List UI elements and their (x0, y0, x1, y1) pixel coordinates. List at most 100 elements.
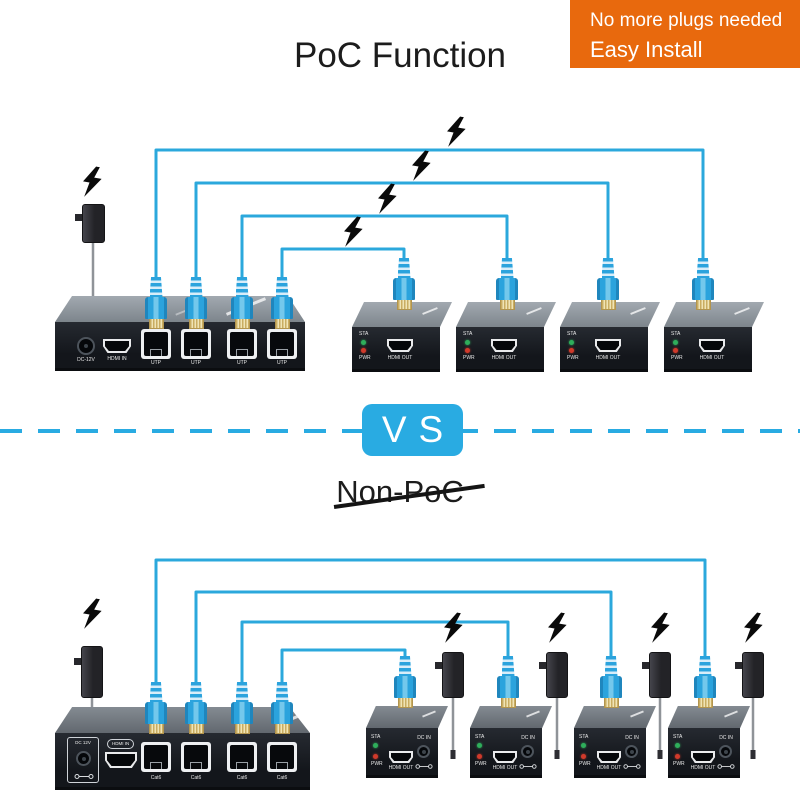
lightning-bolt-icon (80, 166, 104, 198)
splitter-front-face: DC-12V HDMI IN UTP UTP UTP UTP (55, 322, 305, 371)
hdmi-port-icon (387, 339, 413, 352)
dc-jack-icon (76, 751, 91, 766)
rj45-port (141, 329, 171, 359)
sta-led (673, 340, 678, 345)
rj45-port (181, 742, 211, 772)
promo-badge: No more plugs needed Easy Install (570, 0, 800, 68)
rj45-plug (393, 258, 415, 310)
polarity-icon (623, 764, 641, 769)
hdmi-label: HDMI IN (107, 356, 127, 362)
rj45-plug (496, 258, 518, 310)
rj45-port (227, 329, 257, 359)
dc-input-block: DC 12V (67, 737, 99, 783)
sta-led (675, 743, 680, 748)
splitter-top-face (55, 707, 310, 733)
rj45-plug (185, 682, 207, 734)
sta-label: STA (371, 734, 381, 740)
hdmi-port-icon (595, 339, 621, 352)
dc-in-label: DC IN (625, 735, 639, 741)
sta-label: STA (567, 331, 577, 337)
port-label: UTP (277, 360, 287, 366)
hdmi-out-label: HDMI OUT (492, 765, 518, 771)
receiver-unit-nonpoc: STA PWR HDMI OUT DC IN (574, 706, 656, 778)
sta-label: STA (475, 734, 485, 740)
hdmi-port-icon (103, 339, 131, 353)
hdmi-port-icon (691, 751, 715, 763)
polarity-icon (415, 764, 433, 769)
rj45-plug (145, 682, 167, 734)
hdmi-out-label: HDMI OUT (690, 765, 716, 771)
lightning-bolt-icon (375, 183, 399, 215)
receiver-unit-poc: STA PWR HDMI OUT (560, 302, 660, 372)
rj45-plug (271, 682, 293, 734)
hdmi-out-label: HDMI OUT (595, 355, 621, 361)
dc-label: DC 12V (75, 740, 91, 745)
sta-led (373, 743, 378, 748)
lightning-bolt-icon (444, 116, 468, 148)
dc-jack-icon (521, 745, 534, 758)
hdmi-port-icon (699, 339, 725, 352)
dc-in-label: DC IN (417, 735, 431, 741)
pwr-led (465, 348, 470, 353)
pwr-led (569, 348, 574, 353)
splitter-front-face: DC 12V HDMI IN Cat6 Cat6 Cat6 Cat6 (55, 733, 310, 790)
port-label: Cat6 (190, 775, 202, 781)
rj45-plug (185, 277, 207, 329)
dc-in-label: DC IN (521, 735, 535, 741)
receiver-unit-nonpoc: STA PWR HDMI OUT DC IN (668, 706, 750, 778)
port-label: Cat6 (150, 775, 162, 781)
rj45-port (267, 742, 297, 772)
rj45-port (181, 329, 211, 359)
rj45-port (267, 329, 297, 359)
polarity-icon (74, 774, 94, 779)
hdmi-out-label: HDMI OUT (388, 765, 414, 771)
polarity-icon (519, 764, 537, 769)
lightning-bolt-icon (441, 612, 465, 644)
vs-badge: VS (362, 404, 463, 456)
port-label: Cat6 (236, 775, 248, 781)
hdmi-port-icon (389, 751, 413, 763)
sta-label: STA (359, 331, 369, 337)
lightning-bolt-icon (409, 150, 433, 182)
lightning-bolt-icon (341, 216, 365, 248)
hdmi-port-icon (597, 751, 621, 763)
dc-label: DC-12V (77, 357, 95, 363)
port-label: UTP (191, 360, 201, 366)
poc-title: PoC Function (293, 36, 507, 75)
receiver-unit-poc: STA PWR HDMI OUT (664, 302, 764, 372)
rj45-port (141, 742, 171, 772)
sta-led (569, 340, 574, 345)
pwr-led (675, 754, 680, 759)
hdmi-out-label: HDMI OUT (387, 355, 413, 361)
splitter-top-face (55, 296, 305, 322)
non-poc-title: Non-PoC (336, 474, 464, 509)
badge-line-1: No more plugs needed (590, 10, 783, 31)
lightning-bolt-icon (80, 598, 104, 630)
hdmi-out-label: HDMI OUT (491, 355, 517, 361)
rj45-plug (231, 682, 253, 734)
splitter-transmitter-nonpoc: DC 12V HDMI IN Cat6 Cat6 Cat6 Cat6 (55, 707, 310, 790)
port-label: UTP (151, 360, 161, 366)
dc-jack-icon (77, 337, 95, 355)
lightning-bolt-icon (741, 612, 765, 644)
rj45-plug (394, 656, 416, 708)
sta-label: STA (673, 734, 683, 740)
hdmi-port-icon (493, 751, 517, 763)
pwr-label: PWR (463, 355, 475, 361)
dc-jack-icon (417, 745, 430, 758)
pwr-led (673, 348, 678, 353)
sta-led (581, 743, 586, 748)
lightning-bolt-icon (648, 612, 672, 644)
hdmi-out-label: HDMI OUT (596, 765, 622, 771)
pwr-led (581, 754, 586, 759)
dc-jack-icon (625, 745, 638, 758)
pwr-label: PWR (475, 761, 487, 767)
hdmi-port-icon (105, 752, 137, 768)
hdmi-label: HDMI IN (107, 739, 135, 749)
rj45-plug (694, 656, 716, 708)
pwr-label: PWR (671, 355, 683, 361)
pwr-led (373, 754, 378, 759)
receiver-unit-nonpoc: STA PWR HDMI OUT DC IN (366, 706, 448, 778)
